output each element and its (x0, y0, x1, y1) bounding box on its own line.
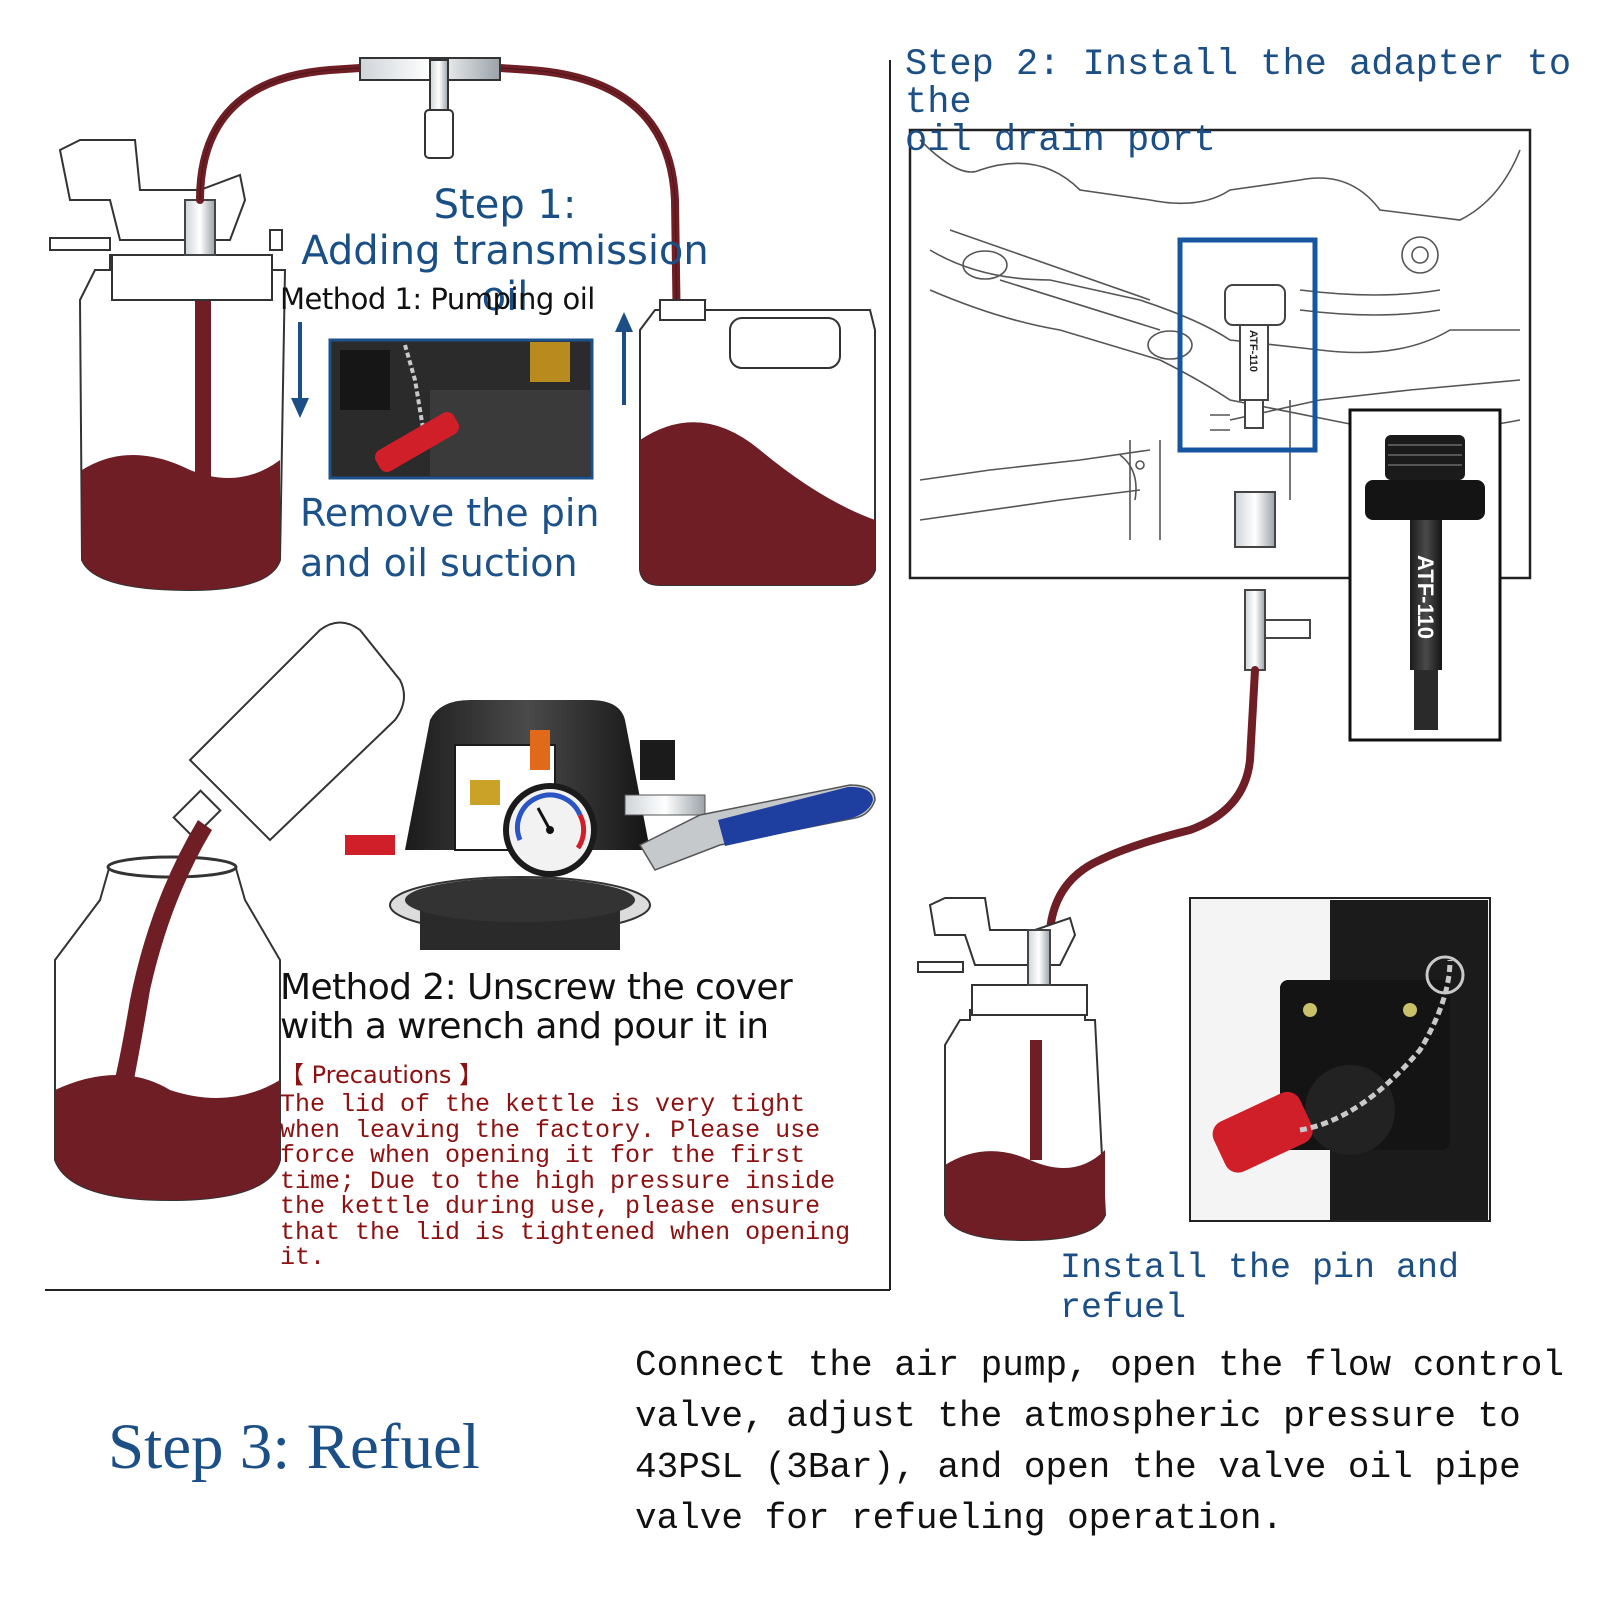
step3-text: Connect the air pump, open the flow cont… (635, 1345, 1564, 1539)
arrow-down-icon (291, 322, 309, 418)
method2-line2: with a wrench and pour it in (280, 1006, 769, 1047)
pin-closeup-photo (328, 338, 594, 480)
pressure-gauge-icon (503, 783, 597, 877)
step1-title-line1: Step 1: (433, 182, 577, 228)
wrench-icon (638, 784, 876, 871)
method2-heading: Method 2: Unscrew the cover with a wrenc… (280, 968, 860, 1046)
adapter-label: ATF-110 (1413, 555, 1438, 639)
precautions-heading: 【 Precautions 】 (280, 1061, 484, 1089)
adapter-photo (1348, 408, 1502, 742)
hose-coupler (359, 57, 501, 159)
step3-title: Step 3: Refuel (108, 1411, 480, 1483)
step2-title: Step 2: Install the adapter to the oil d… (905, 46, 1585, 160)
remove-caption-line1: Remove the pin (300, 491, 600, 535)
step2-title-line2: oil drain port (905, 120, 1216, 162)
oil-hose-step2 (1046, 666, 1259, 934)
precautions-text: The lid of the kettle is very tight when… (280, 1090, 851, 1272)
remove-pin-caption: Remove the pin and oil suction (300, 488, 640, 588)
adapter-label-small: ATF-110 (1247, 330, 1259, 372)
oil-jug-step1 (639, 299, 876, 586)
pour-bottle (172, 621, 405, 842)
step2-title-line1: Step 2: Install the adapter to the (905, 44, 1572, 124)
method1-label: Method 1: Pumping oil (280, 282, 595, 316)
remove-caption-line2: and oil suction (300, 541, 578, 585)
oil-canister-step2 (917, 897, 1107, 1242)
pin-install-photo (1189, 897, 1491, 1222)
step1-title-line2: Adding transmission oil (301, 228, 709, 320)
step1-title: Step 1: Adding transmission oil (275, 182, 735, 320)
install-pin-caption: Install the pin and refuel (1060, 1248, 1460, 1328)
open-canister-method2 (54, 820, 281, 1202)
oil-canister-step1 (49, 139, 287, 592)
arrow-up-icon (615, 312, 633, 405)
method2-line1: Method 2: Unscrew the cover (280, 967, 793, 1008)
